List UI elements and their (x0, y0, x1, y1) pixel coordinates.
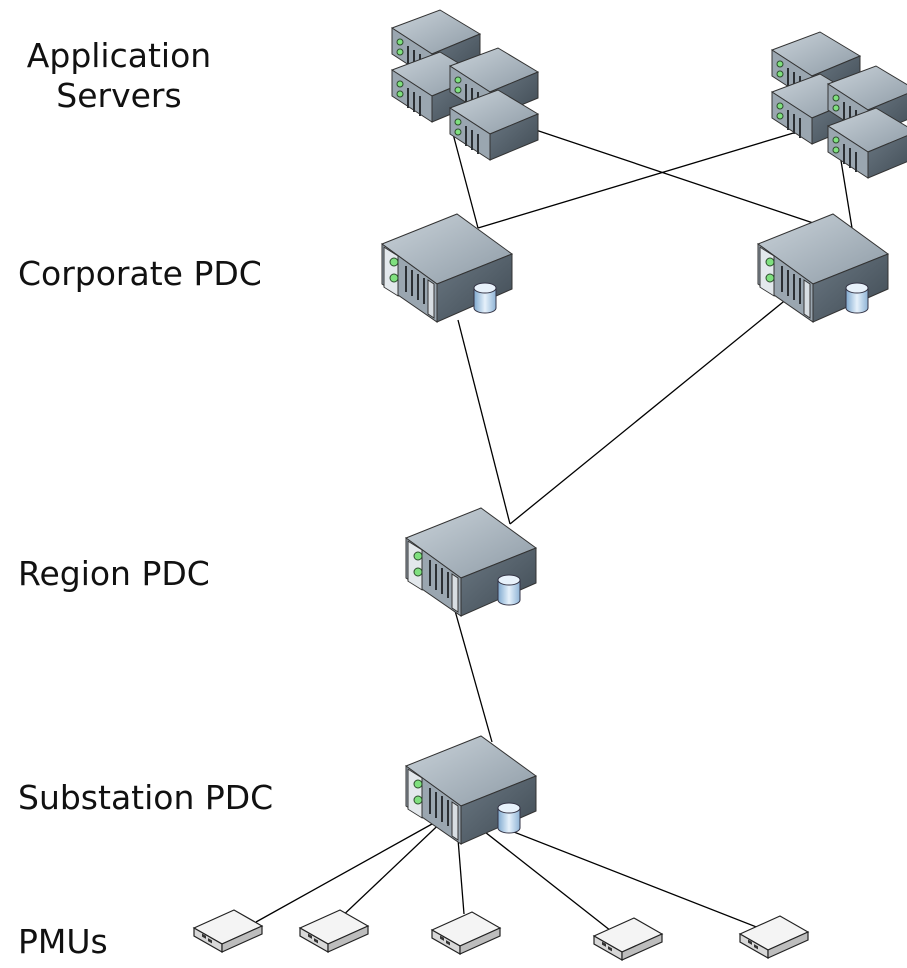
link-substation-to-pmu-1 (255, 813, 451, 923)
link-app-right-to-corp-left (477, 121, 831, 229)
link-app-left-to-corp-right (499, 117, 841, 233)
link-substation-to-pmu-5 (467, 813, 765, 931)
connection-lines (255, 117, 853, 939)
label-region-pdc: Region PDC (18, 554, 210, 593)
label-application-servers: Application Servers (14, 36, 224, 116)
pmu-device-icon (593, 917, 663, 961)
link-app-left-to-corp-left (451, 129, 479, 229)
region-pdc (405, 507, 537, 617)
link-substation-to-pmu-2 (335, 813, 451, 923)
label-substation-pdc: Substation PDC (18, 778, 274, 817)
pmu-devices (193, 909, 809, 961)
link-region-to-substation (451, 599, 493, 743)
pmu-device-icon (431, 911, 501, 955)
database-cylinder-icon (845, 282, 869, 314)
link-corp-right-to-region (509, 297, 789, 525)
label-application-line1: Application (26, 36, 212, 75)
database-cylinder-icon (497, 574, 521, 606)
database-cylinder-icon (473, 282, 497, 314)
application-servers-right (771, 31, 907, 179)
pmu-device-icon (193, 909, 263, 953)
application-servers-left (391, 9, 539, 161)
label-application-line2: Servers (56, 76, 182, 115)
pmu-device-icon (739, 915, 809, 959)
label-pmus: PMUs (18, 922, 108, 961)
pmu-device-icon (299, 909, 369, 953)
link-corp-left-to-region (457, 319, 511, 525)
link-substation-to-pmu-4 (461, 813, 621, 939)
database-cylinder-icon (497, 802, 521, 834)
label-corporate-pdc: Corporate PDC (18, 254, 262, 293)
corporate-pdc-left (381, 213, 513, 323)
